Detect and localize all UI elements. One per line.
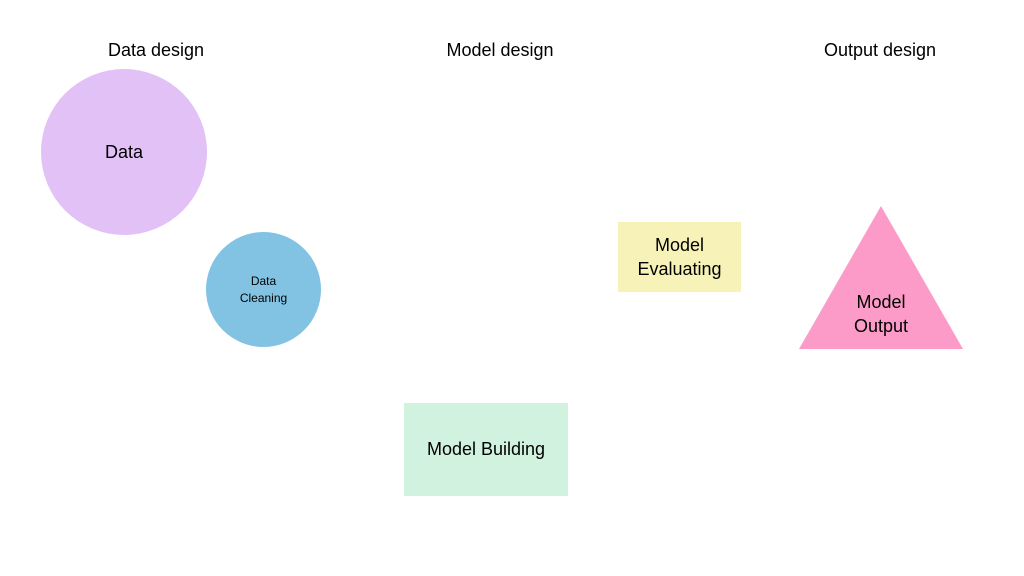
data-node-label: Data — [104, 141, 144, 162]
model-output-node-label: Model Output — [853, 292, 909, 336]
data-node: Data — [41, 69, 207, 235]
data-cleaning-node-label: Data Cleaning — [239, 273, 288, 305]
model-evaluating-node-label: Model Evaluating — [637, 235, 722, 279]
model-building-node: Model Building — [404, 403, 568, 496]
model-output-triangle — [799, 206, 963, 349]
model-design-heading: Model design — [446, 40, 554, 60]
model-output-node: Model Output — [799, 206, 963, 349]
output-design-heading: Output design — [823, 40, 937, 60]
model-building-node-label: Model Building — [426, 439, 546, 459]
data-cleaning-node: Data Cleaning — [206, 232, 321, 347]
model-evaluating-node: Model Evaluating — [618, 222, 741, 292]
data-design-heading: Data design — [107, 40, 205, 60]
